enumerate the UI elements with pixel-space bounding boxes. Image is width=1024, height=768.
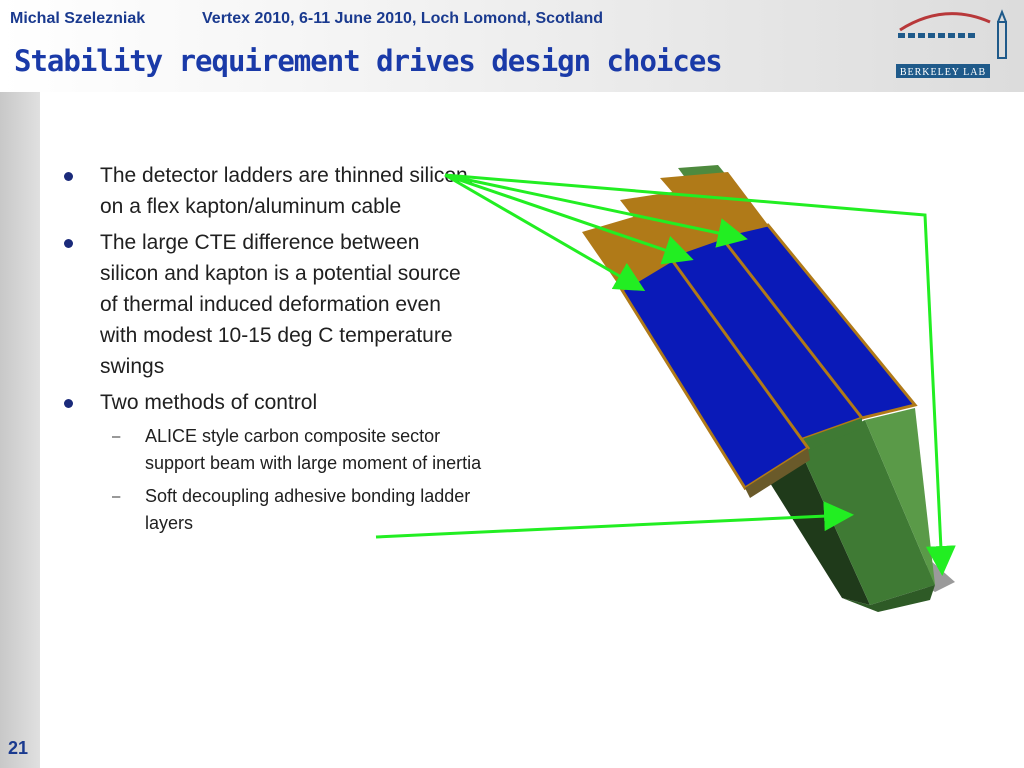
logo-banner xyxy=(896,64,990,78)
ladder-edge xyxy=(745,448,810,498)
bullet-list: The detector ladders are thinned silicon… xyxy=(62,160,482,543)
sub-bullet-dash: – xyxy=(112,488,121,505)
sub-bullet-item: – ALICE style carbon composite sector su… xyxy=(62,423,482,477)
arrow-to-ladder-middle xyxy=(444,173,694,265)
conference-info: Vertex 2010, 6-11 June 2010, Loch Lomond… xyxy=(202,10,604,27)
left-side-band xyxy=(0,92,40,768)
sub-bullet-item: – Soft decoupling adhesive bonding ladde… xyxy=(62,483,482,537)
sub-bullet-text: Soft decoupling adhesive bonding ladder … xyxy=(145,486,471,533)
arrow-to-support-beam xyxy=(375,501,854,539)
sub-bullet-text: ALICE style carbon composite sector supp… xyxy=(145,426,482,473)
bullet-item: Two methods of control xyxy=(62,387,482,418)
logo-text: BERKELEY LAB xyxy=(900,67,986,78)
header-band xyxy=(0,0,1024,92)
bullet-item: The detector ladders are thinned silicon… xyxy=(62,160,482,222)
page-number: 21 xyxy=(8,738,29,758)
bullet-text: The large CTE difference between silicon… xyxy=(100,231,461,378)
arrow-to-ladder-front xyxy=(444,173,646,292)
beam-dark-side xyxy=(765,450,870,605)
bullet-dot xyxy=(64,172,73,181)
bullet-dot xyxy=(64,239,73,248)
bullet-text: The detector ladders are thinned silicon… xyxy=(100,164,474,218)
author-name: Michal Szelezniak xyxy=(10,10,146,27)
ladder-edge xyxy=(800,418,862,452)
logo-windows xyxy=(898,33,975,38)
sub-bullet-dash: – xyxy=(112,428,121,445)
beam-right-face xyxy=(865,408,935,585)
bullet-text: Two methods of control xyxy=(100,391,318,414)
beam-bottom-edge xyxy=(842,585,935,612)
beam-left-face xyxy=(800,420,935,605)
logo-arch xyxy=(899,12,991,32)
ladder-kapton xyxy=(582,215,672,290)
arrow-to-beam-corner xyxy=(444,173,956,576)
berkeley-lab-logo: BERKELEY LAB xyxy=(896,9,1007,78)
bullet-item: The large CTE difference between silicon… xyxy=(62,227,482,382)
arrow-to-ladder-back xyxy=(444,173,748,248)
logo-tower xyxy=(997,9,1007,59)
bullet-dot xyxy=(64,399,73,408)
pointer-arrows xyxy=(375,173,956,576)
detector-sector-illustration xyxy=(375,165,956,612)
slide-title: Stability requirement drives design choi… xyxy=(14,44,723,78)
